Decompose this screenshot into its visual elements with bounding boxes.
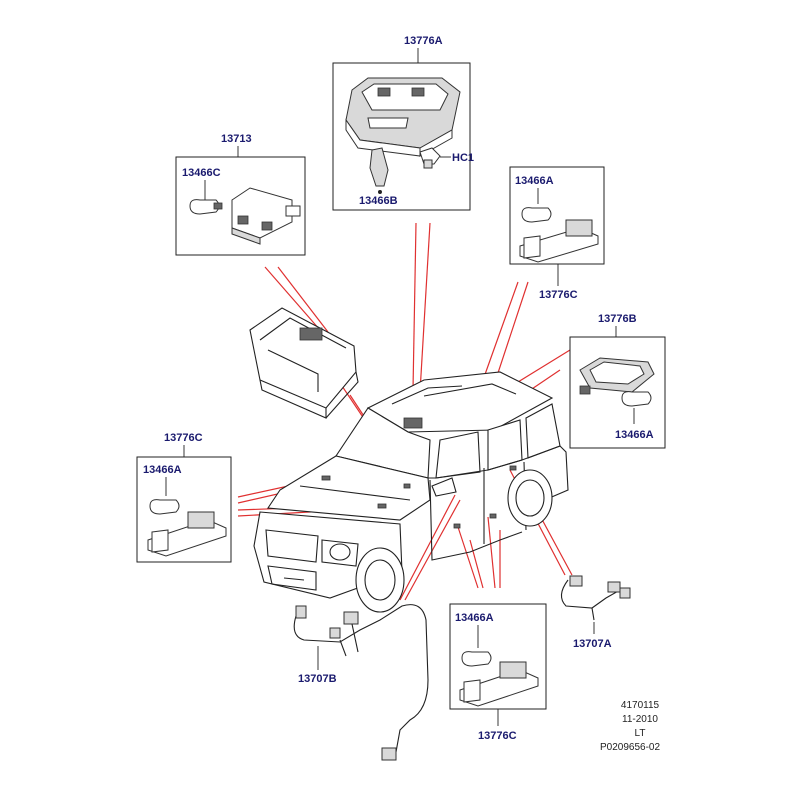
footer-region: LT (635, 728, 646, 739)
harness-13707b-part[interactable] (293, 604, 429, 761)
bulb-13466a-upper-part[interactable] (521, 207, 552, 223)
overhead-console-group: 13776A 13466B HC1 (332, 35, 474, 211)
puddle-lamp-upper-group: 13466A 13776C (509, 166, 605, 301)
label-13707a[interactable]: 13707A (573, 638, 612, 650)
label-13707b[interactable]: 13707B (298, 673, 337, 685)
bulb-13466b-part[interactable] (369, 147, 389, 194)
diagram-footer: 4170115 11-2010 LT P0209656-02 (600, 700, 660, 753)
bulb-13466a-left-part[interactable] (149, 499, 180, 515)
label-13466c[interactable]: 13466C (182, 167, 221, 179)
label-13466a-left[interactable]: 13466A (143, 464, 182, 476)
overhead-console-part[interactable] (345, 77, 461, 157)
bulb-13466a-bottom-part[interactable] (461, 651, 492, 667)
label-13466b[interactable]: 13466B (359, 195, 398, 207)
footer-date: 11-2010 (622, 714, 658, 725)
bulb-13466a-mid-part[interactable] (621, 391, 652, 407)
bulb-13466c-part[interactable] (189, 199, 223, 215)
footer-part-number: 4170115 (621, 700, 660, 711)
puddle-lamp-bottom-group: 13466A 13776C (449, 603, 547, 742)
lamp-13776c-upper-part[interactable] (519, 219, 599, 263)
lamp-13776c-bottom-part[interactable] (459, 661, 539, 707)
reading-lamp-group: 13776B 13466A (569, 313, 666, 449)
label-13776c-left[interactable]: 13776C (164, 432, 203, 444)
switch-13713-part[interactable] (231, 187, 301, 245)
lamp-13776c-left-part[interactable] (147, 511, 227, 557)
glovebox-part[interactable] (249, 307, 359, 419)
harness-13707a-part[interactable] (560, 575, 631, 621)
clip-hc1-part[interactable] (419, 147, 441, 169)
label-13776b[interactable]: 13776B (598, 313, 637, 325)
label-13466a-upper[interactable]: 13466A (515, 175, 554, 187)
glovebox-lamp-group: 13713 13466C (175, 133, 306, 256)
label-13466a-mid[interactable]: 13466A (615, 429, 654, 441)
puddle-lamp-left-group: 13776C 13466A (136, 432, 232, 563)
lamp-13776b-part[interactable] (579, 357, 655, 395)
label-13776c-bottom[interactable]: 13776C (478, 730, 517, 742)
label-13713[interactable]: 13713 (221, 133, 252, 145)
label-13776c-upper[interactable]: 13776C (539, 289, 578, 301)
footer-illustration-id: P0209656-02 (600, 742, 660, 753)
vehicle-illustration (253, 371, 569, 613)
label-13776a[interactable]: 13776A (404, 35, 443, 47)
label-hc1[interactable]: HC1 (452, 152, 474, 164)
label-13466a-bottom[interactable]: 13466A (455, 612, 494, 624)
